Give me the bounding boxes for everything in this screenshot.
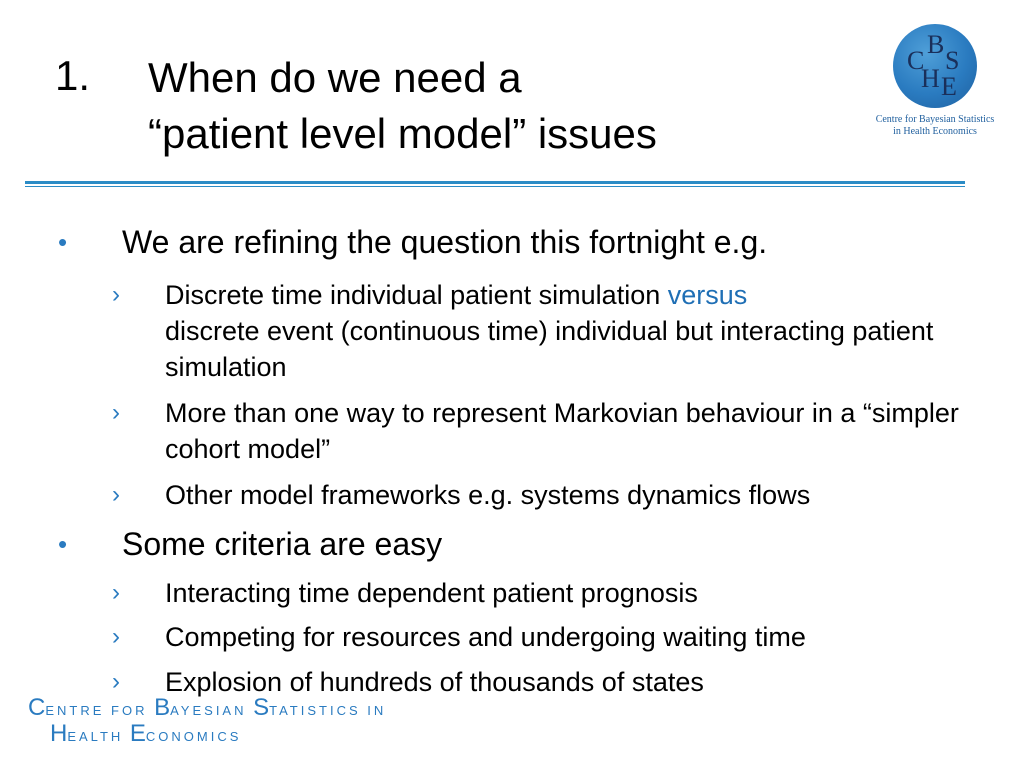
logo-caption-line-1: Centre for Bayesian Statistics <box>875 114 995 125</box>
footer-initial: E <box>129 720 146 747</box>
footer-initial: C <box>28 694 46 721</box>
logo-letter-s: S <box>945 46 960 75</box>
chevron-right-icon: › <box>112 623 120 650</box>
bullet-dot-icon: • <box>58 529 68 559</box>
sub-bullet-accent-word: versus <box>667 280 748 310</box>
footer-word: AYESIAN <box>170 703 254 718</box>
chevron-right-icon: › <box>112 281 120 308</box>
sub-bullet-text: Competing for resources and undergoing w… <box>165 622 806 652</box>
logo-caption: Centre for Bayesian Statistics in Health… <box>870 114 1000 138</box>
footer-word: CONOMICS <box>145 729 242 744</box>
sub-bullet-text: Explosion of hundreds of thousands of st… <box>165 667 704 697</box>
sub-bullet-text: More than one way to represent Markovian… <box>165 398 959 464</box>
chevron-right-icon: › <box>112 481 120 508</box>
footer-word: TATISTICS IN <box>269 703 387 718</box>
bullet-text: We are refining the question this fortni… <box>122 224 768 260</box>
logo-letter-b: B <box>927 30 945 59</box>
chebe-logo: B C S H E Centre for Bayesian Statistics… <box>870 24 1000 138</box>
title-line-1: When do we need a <box>148 54 522 101</box>
title-divider-thin <box>25 186 965 187</box>
slide-title: When do we need a “patient level model” … <box>148 50 657 162</box>
chevron-right-icon: › <box>112 579 120 606</box>
footer-line-2: HEALTH ECONOMICS <box>50 720 241 748</box>
footer-word: EALTH <box>67 729 130 744</box>
sub-bullet-text-part1: Discrete time individual patient simulat… <box>165 280 668 310</box>
chevron-right-icon: › <box>112 399 120 426</box>
title-line-2: “patient level model” issues <box>148 110 657 157</box>
title-number: 1. <box>55 52 91 99</box>
sub-bullet-text: Other model frameworks e.g. systems dyna… <box>165 480 811 510</box>
logo-letter-c: C <box>907 46 925 75</box>
footer-initial: B <box>154 694 171 721</box>
logo-emblem: B C S H E <box>893 24 977 108</box>
chevron-right-icon: › <box>112 668 120 695</box>
bullet-dot-icon: • <box>58 227 68 257</box>
bullet-text: Some criteria are easy <box>122 526 443 562</box>
logo-letter-e: E <box>941 72 957 101</box>
footer-word: ENTRE FOR <box>45 703 155 718</box>
logo-caption-line-2: in Health Economics <box>893 126 977 137</box>
logo-letter-h: H <box>921 64 940 93</box>
sub-bullet-text: Interacting time dependent patient progn… <box>165 578 698 608</box>
title-divider-thick <box>25 181 965 184</box>
footer-line-1: CENTRE FOR BAYESIAN STATISTICS IN <box>28 694 386 722</box>
sub-bullet-text-part2: discrete event (continuous time) individ… <box>165 316 934 382</box>
footer-initial: H <box>50 720 68 747</box>
footer-initial: S <box>253 694 270 721</box>
sub-bullet-text: Discrete time individual patient simulat… <box>165 277 995 385</box>
